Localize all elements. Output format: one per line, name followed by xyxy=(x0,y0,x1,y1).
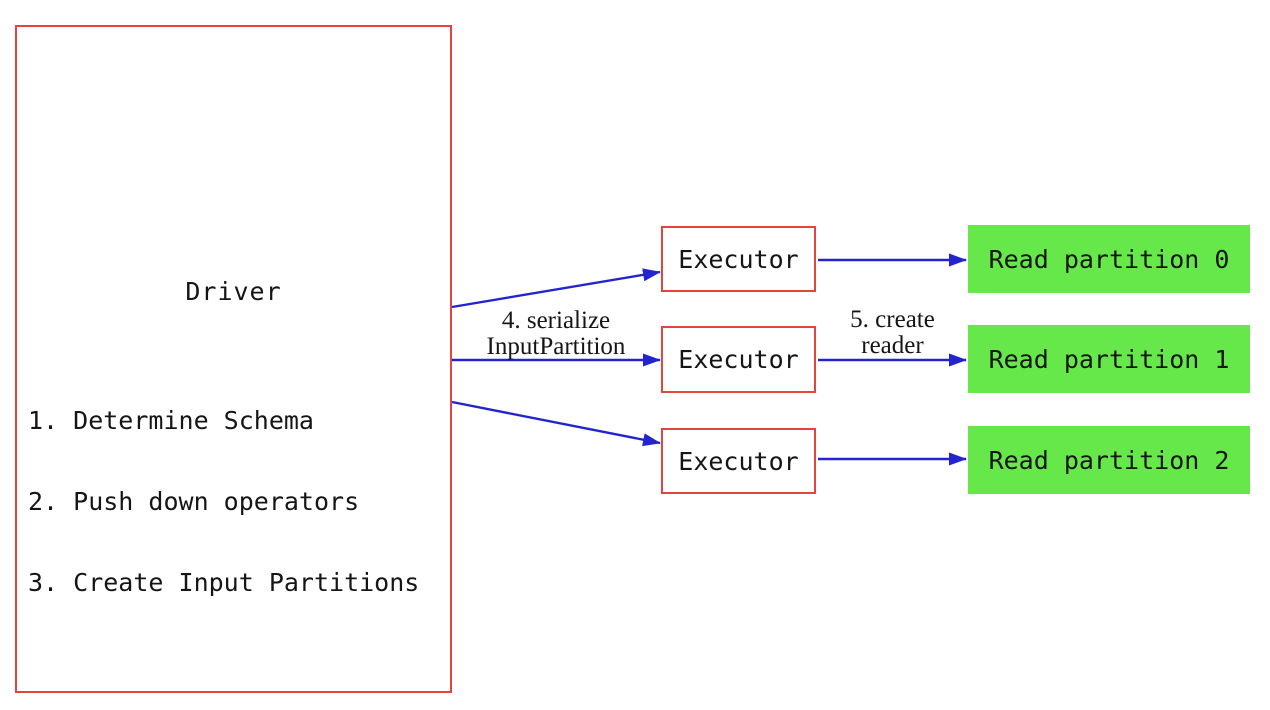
edge-label-line: 5. create xyxy=(850,306,935,333)
executor-box-1: Executor xyxy=(661,326,816,393)
edge-label-create-reader: 5. create reader xyxy=(815,307,970,359)
partition-label: Read partition 0 xyxy=(988,244,1230,274)
driver-box xyxy=(15,25,452,693)
executor-label: Executor xyxy=(678,446,799,476)
partition-label: Read partition 1 xyxy=(988,344,1230,374)
driver-step-2: 2. Push down operators xyxy=(28,487,360,516)
driver-step-1: 1. Determine Schema xyxy=(28,406,314,435)
driver-steps: 1. Determine Schema 2. Push down operato… xyxy=(28,353,419,650)
edge-label-serialize-input-partition: 4. serialize InputPartition xyxy=(456,308,656,360)
partition-box-2: Read partition 2 xyxy=(968,426,1250,494)
arrow-driver-to-executor-2 xyxy=(451,400,661,447)
partition-box-1: Read partition 1 xyxy=(968,325,1250,393)
executor-box-0: Executor xyxy=(661,226,816,292)
driver-title: Driver xyxy=(185,277,282,306)
executor-label: Executor xyxy=(678,345,799,374)
edge-label-line: InputPartition xyxy=(486,333,626,360)
edge-label-line: 4. serialize xyxy=(501,307,611,334)
executor-box-2: Executor xyxy=(661,428,816,494)
partition-box-0: Read partition 0 xyxy=(968,225,1250,293)
driver-step-3: 3. Create Input Partitions xyxy=(28,568,420,597)
edge-label-line: reader xyxy=(861,332,924,359)
arrow-driver-to-executor-0 xyxy=(451,268,661,309)
executor-label: Executor xyxy=(678,244,799,274)
partition-label: Read partition 2 xyxy=(988,445,1230,475)
